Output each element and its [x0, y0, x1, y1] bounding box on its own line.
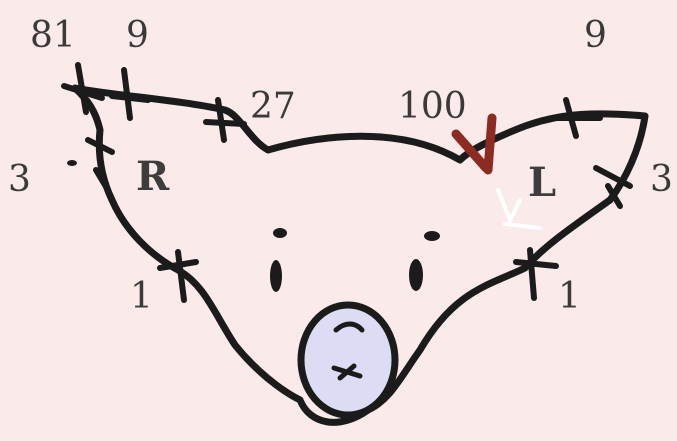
side-label-r: R — [136, 153, 170, 200]
eye-dots-icon — [273, 228, 287, 238]
mouth-cross-icon — [331, 363, 363, 381]
label-9-left: 9 — [126, 15, 149, 56]
tick-3-left-icon — [85, 137, 115, 193]
label-9-right: 9 — [584, 15, 607, 56]
mouth-circle-icon — [297, 301, 399, 419]
tick-1-left-icon — [157, 249, 199, 303]
nostril-icon — [409, 259, 423, 291]
mouth-mark-icon — [333, 321, 365, 333]
tick-1-right-icon — [513, 247, 559, 301]
label-3-right: 3 — [650, 159, 673, 200]
label-1-right: 1 — [558, 276, 581, 317]
label-100: 100 — [398, 86, 467, 127]
spot-icon — [67, 160, 77, 166]
tick-81-icon — [61, 62, 105, 115]
tick-9-left-icon — [109, 67, 151, 121]
arrow-hint-icon — [496, 188, 542, 230]
red-marker-icon — [451, 113, 497, 175]
eye-dots-icon — [424, 231, 440, 241]
tick-9-right-icon — [551, 97, 603, 139]
side-label-l: L — [528, 159, 556, 206]
label-1-left: 1 — [130, 276, 153, 317]
tick-27-icon — [203, 97, 247, 143]
nostril-icon — [270, 260, 282, 292]
label-81: 81 — [30, 15, 76, 56]
tick-3-right-icon — [593, 165, 633, 209]
label-3-left: 3 — [8, 159, 31, 200]
label-27: 27 — [250, 86, 296, 127]
